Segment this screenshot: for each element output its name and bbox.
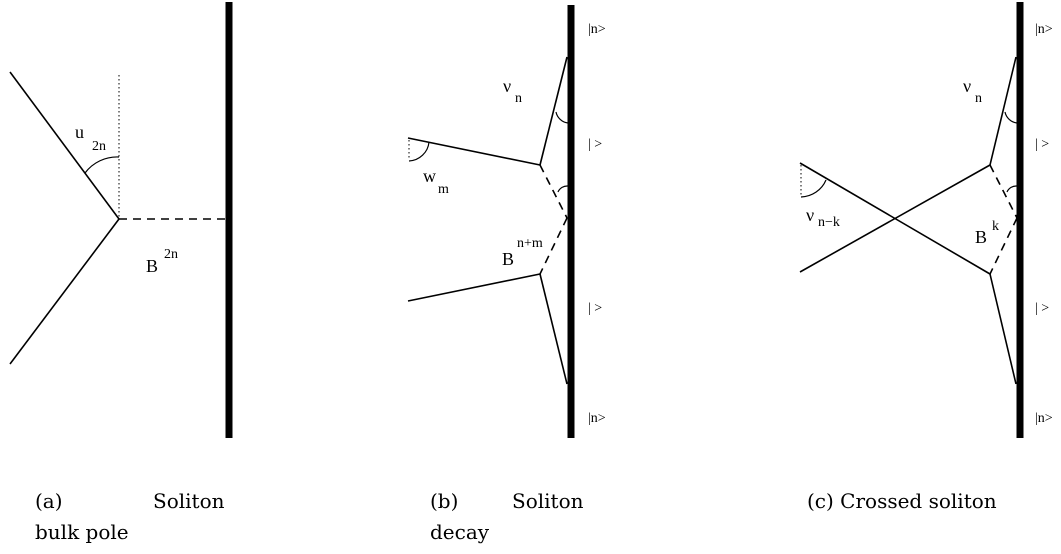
ket-top-c: |n> [1035, 22, 1053, 37]
bound-dash-lower-b [539, 217, 568, 275]
ket-bottom-c: |n> [1035, 411, 1053, 426]
ket-mid2-b: | > [588, 301, 602, 316]
soliton-cross-lower-c [799, 162, 991, 275]
soliton-lower-left-b [407, 273, 541, 302]
ket-bottom-b: |n> [588, 411, 606, 426]
angle-arc-left-b [408, 141, 430, 162]
bound-label-a: B [146, 256, 158, 276]
rapidity-sub-b: n [515, 91, 522, 106]
caption-a-label: (a) [35, 489, 63, 513]
bound-dash-upper-c [989, 164, 1018, 219]
captions: (a) Soliton bulk pole (b) Soliton decay … [35, 489, 997, 544]
panel-c: ν n ν n−k B k |n> | > | > |n> [799, 2, 1053, 438]
soliton-incoming-a [9, 71, 120, 220]
ket-mid2-c: | > [1035, 301, 1049, 316]
caption-a-word: Soliton [153, 489, 225, 513]
angle-arc-top-c [1004, 111, 1018, 124]
angle-arc-mid-b [557, 185, 569, 193]
angle-arc-left-c [800, 179, 827, 198]
soliton-outgoing-a [9, 218, 120, 365]
caption-b-label: (b) [430, 489, 458, 513]
bound-sup-c: k [992, 219, 999, 234]
caption-b-line2: decay [430, 520, 490, 544]
caption-a-line2: bulk pole [35, 520, 129, 544]
bound-dash-lower-c [989, 217, 1018, 275]
ket-mid1-c: | > [1035, 137, 1049, 152]
soliton-top-b [539, 56, 568, 166]
bound-sup-a: 2n [164, 247, 178, 262]
bound-sup-b: n+m [517, 236, 543, 251]
panel-a: u 2n B 2n [9, 2, 233, 438]
ket-mid1-b: | > [588, 137, 602, 152]
cross-label-c: ν [806, 205, 814, 225]
incoming-label-b: w [423, 166, 436, 186]
caption-c: (c) Crossed soliton [807, 489, 997, 513]
caption-b-word: Soliton [512, 489, 584, 513]
rapidity-label-b: ν [503, 76, 511, 96]
bound-label-b: B [502, 249, 514, 269]
panel-b: ν n w m B n+m |n> | > | > |n> [407, 5, 606, 438]
incoming-sub-b: m [438, 182, 449, 197]
bound-dash-upper-b [539, 164, 568, 219]
angle-sub-a: 2n [92, 139, 106, 154]
soliton-bottom-b [539, 273, 568, 385]
angle-arc-a [84, 156, 120, 174]
soliton-bottom-c [989, 273, 1017, 385]
bound-label-c: B [975, 227, 987, 247]
angle-label-a: u [75, 122, 84, 142]
rapidity-sub-c: n [975, 91, 982, 106]
angle-arc-top-b [555, 111, 569, 124]
soliton-upper-left-b [407, 137, 541, 166]
ket-top-b: |n> [588, 22, 606, 37]
angle-arc-mid-c [1006, 185, 1018, 193]
soliton-top-c [989, 56, 1017, 166]
cross-sub-c: n−k [818, 215, 840, 230]
rapidity-label-c: ν [963, 76, 971, 96]
